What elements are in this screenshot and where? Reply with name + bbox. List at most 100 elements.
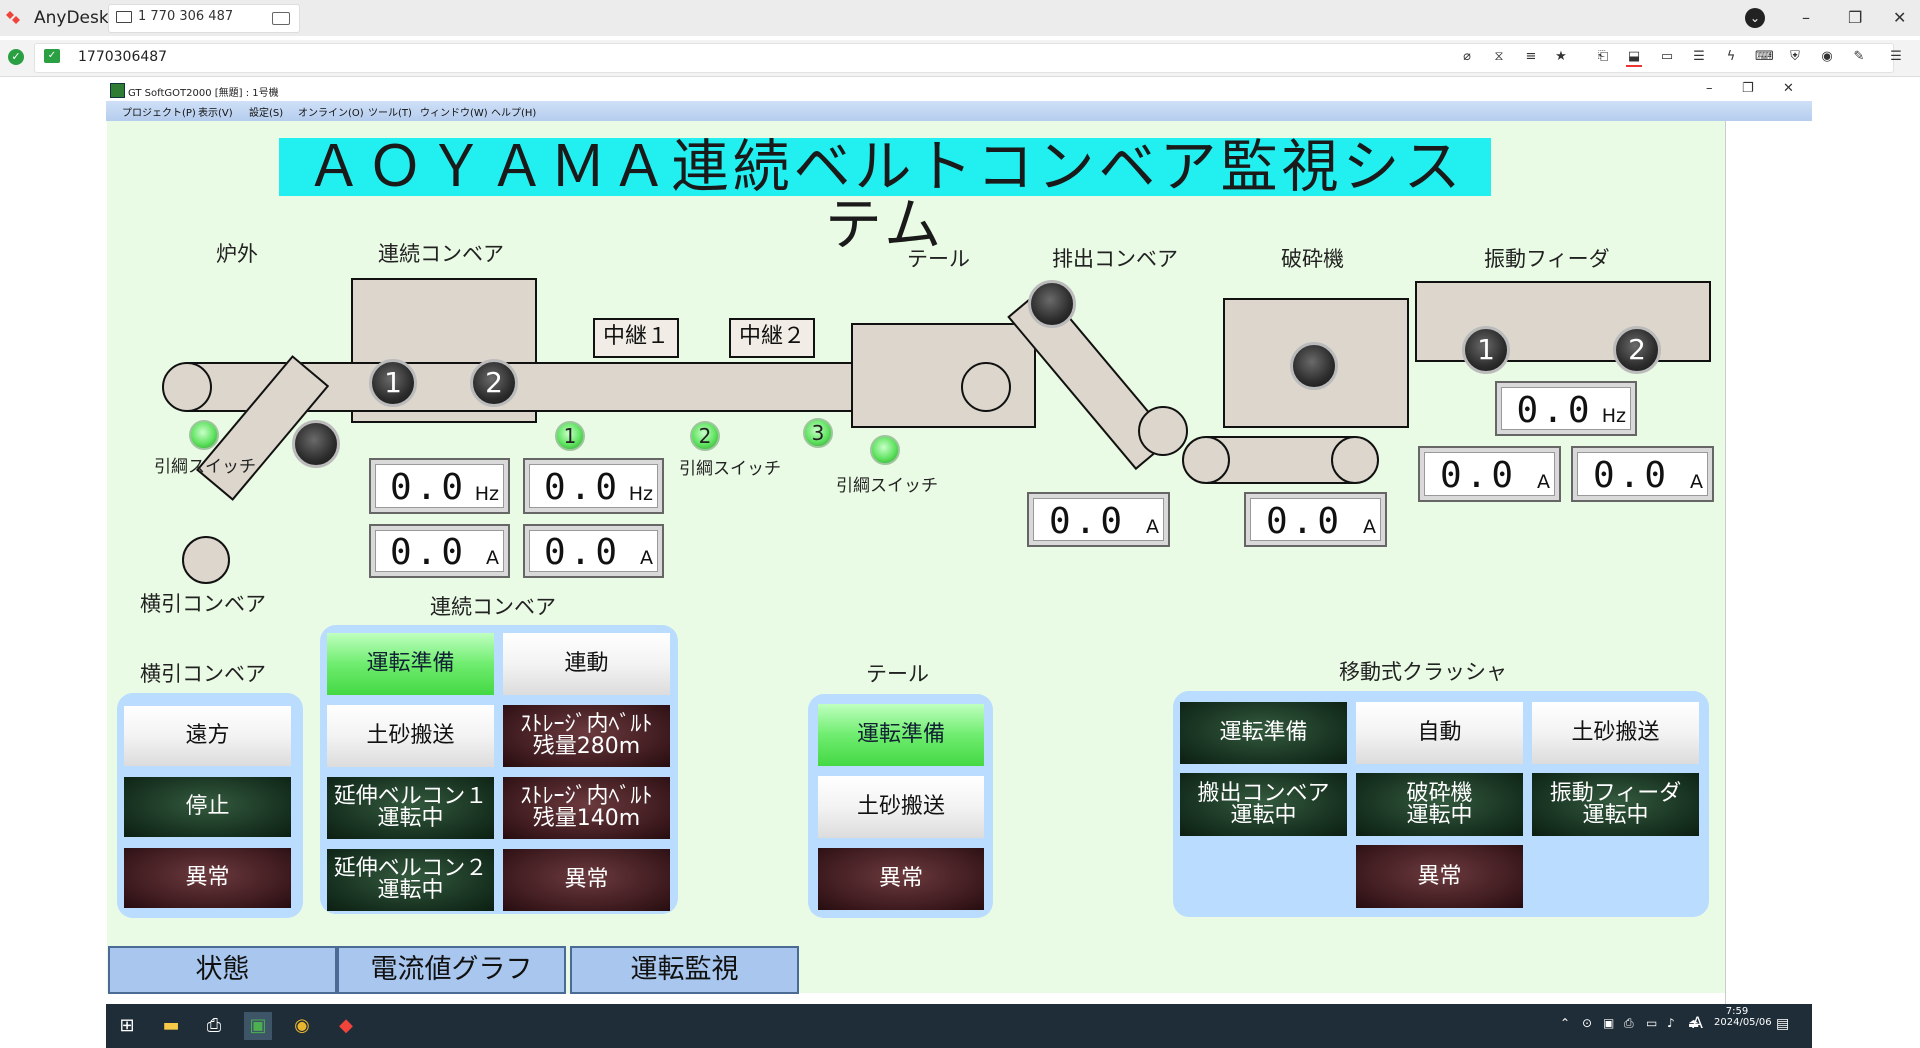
privacy-icon[interactable]: ⌀ — [1463, 49, 1471, 64]
notification-icon[interactable]: ▤ — [1776, 1016, 1790, 1032]
tray-printer-icon[interactable]: ⎙ — [1624, 1016, 1634, 1030]
crusher-auto-button[interactable]: 自動 — [1356, 702, 1523, 764]
menu-window[interactable]: ウィンドウ(W) — [420, 108, 488, 119]
got-app-icon — [110, 83, 125, 98]
menu-view[interactable]: 表示(V) — [198, 108, 233, 119]
crusher-fault-button[interactable]: 異常 — [1356, 845, 1523, 908]
motor-haishutsu-icon — [1028, 280, 1076, 328]
address-input[interactable] — [34, 43, 1894, 73]
chrome-icon[interactable]: ◉ — [294, 1015, 310, 1036]
group-title-renzoku: 連続コンベア — [430, 595, 556, 619]
ime-indicator[interactable]: A — [1692, 1013, 1703, 1032]
anydesk-taskbar-icon[interactable]: ◆ — [339, 1015, 353, 1036]
renzoku-storage-140-button[interactable]: ｽﾄﾚｰｼﾞ内ﾍﾞﾙﾄ 残量140m — [503, 777, 670, 839]
renzoku-interlock-button[interactable]: 連動 — [503, 633, 670, 695]
tail-soil-transport-button[interactable]: 土砂搬送 — [818, 776, 984, 838]
crusher-discharge-conveyor-button[interactable]: 搬出コンベア 運転中 — [1180, 773, 1347, 836]
renzoku-extension-2-button[interactable]: 延伸ベルコン２ 運転中 — [327, 849, 494, 911]
start-icon[interactable]: ⊞ — [119, 1015, 135, 1036]
monitor-select-icon[interactable]: ⬓ — [1626, 49, 1642, 67]
relay-lamp-2: 2 — [690, 421, 720, 451]
database-icon[interactable]: ≡ — [1525, 49, 1537, 64]
menu-help[interactable]: ヘルプ(H) — [491, 108, 537, 119]
tray-screen-icon[interactable]: ▣ — [1603, 1016, 1615, 1030]
motor-feeder-1-icon: 1 — [1462, 326, 1510, 374]
tray-volume-icon[interactable]: ♪ — [1667, 1016, 1675, 1030]
tray-usb-icon[interactable]: ⏏ — [1688, 1016, 1700, 1030]
tail-fault-button[interactable]: 異常 — [818, 848, 984, 910]
star-icon[interactable]: ★ — [1555, 49, 1567, 64]
tray-network-icon[interactable]: ▭ — [1646, 1016, 1658, 1030]
chat-icon[interactable]: ☰ — [1693, 49, 1705, 64]
group-title-yokobiki: 横引コンベア — [140, 662, 266, 686]
printer-icon[interactable]: ⎙ — [206, 1015, 222, 1036]
session-timer-icon[interactable]: ⧖ — [1494, 49, 1504, 64]
display-icon[interactable]: ▭ — [1660, 49, 1674, 64]
tray-app-icon[interactable]: ⊙ — [1582, 1016, 1593, 1030]
got-close-button[interactable]: ✕ — [1783, 81, 1794, 96]
renzoku-storage-280-button[interactable]: ｽﾄﾚｰｼﾞ内ﾍﾞﾙﾄ 残量280m — [503, 705, 670, 767]
menu-online[interactable]: オンライン(O) — [298, 108, 364, 119]
yokobiki-roller — [182, 536, 230, 584]
meter-value: 0.0 — [1265, 501, 1344, 542]
monitor-icon — [116, 11, 132, 23]
menu-icon[interactable]: ☰ — [1890, 49, 1902, 64]
session-tab-label: 1 770 306 487 — [138, 9, 234, 24]
crusher-ready-button[interactable]: 運転準備 — [1180, 702, 1347, 764]
renzoku-ready-button[interactable]: 運転準備 — [327, 633, 494, 695]
tab-status[interactable]: 状態 — [108, 946, 337, 994]
permissions-icon[interactable]: ⛨ — [1790, 49, 1800, 64]
motor-feeder-2-icon: 2 — [1613, 326, 1661, 374]
tab-operation-monitor[interactable]: 運転監視 — [570, 946, 799, 994]
renzoku-extension-1-button[interactable]: 延伸ベルコン１ 運転中 — [327, 777, 494, 839]
anydesk-app-name: AnyDesk — [34, 8, 109, 28]
crusher-soil-transport-button[interactable]: 土砂搬送 — [1532, 702, 1699, 764]
crusher-running-button[interactable]: 破砕機 運転中 — [1356, 773, 1523, 836]
gt-softgot-icon[interactable]: ▣ — [244, 1012, 272, 1040]
meter-unit: A — [1146, 516, 1159, 538]
keyboard-icon[interactable]: ⌨ — [1755, 49, 1774, 64]
menu-project[interactable]: プロジェクト(P) — [122, 108, 196, 119]
got-maximize-button[interactable]: ❐ — [1742, 81, 1754, 96]
file-transfer-icon[interactable]: ⎗ — [1597, 49, 1609, 64]
maximize-button[interactable]: ❐ — [1848, 8, 1863, 27]
roller-left — [162, 362, 212, 412]
tab-current-graph[interactable]: 電流値グラフ — [337, 946, 566, 994]
whiteboard-icon[interactable]: ✎ — [1853, 49, 1865, 64]
menu-tools[interactable]: ツール(T) — [368, 108, 412, 119]
tail-ready-button[interactable]: 運転準備 — [818, 704, 984, 766]
renzoku-fault-button[interactable]: 異常 — [503, 849, 670, 911]
got-minimize-button[interactable]: – — [1706, 81, 1713, 96]
got-menubar — [106, 101, 1812, 121]
crusher-roller-left — [1182, 436, 1230, 484]
motor-renzoku-2-icon: 2 — [470, 359, 518, 407]
motor-yokobiki-icon — [292, 420, 340, 468]
menu-settings[interactable]: 設定(S) — [249, 108, 284, 119]
new-session-icon[interactable] — [272, 12, 290, 25]
file-explorer-icon[interactable]: ▬ — [162, 1015, 180, 1036]
yokobiki-fault-button[interactable]: 異常 — [124, 848, 291, 908]
crusher-feeder-running-button[interactable]: 振動フィーダ 運転中 — [1532, 773, 1699, 836]
download-icon[interactable]: ⌄ — [1745, 8, 1765, 28]
actions-icon[interactable]: ϟ — [1726, 49, 1736, 64]
taskbar — [106, 1004, 1812, 1048]
close-button[interactable]: ✕ — [1893, 8, 1907, 27]
yokobiki-stop-button[interactable]: 停止 — [124, 777, 291, 837]
record-icon[interactable]: ◉ — [1821, 49, 1833, 64]
yokobiki-remote-button[interactable]: 遠方 — [124, 706, 291, 766]
tray-chevron-icon[interactable]: ⌃ — [1560, 1016, 1571, 1030]
motor-renzoku-1-icon: 1 — [369, 359, 417, 407]
renzoku-soil-transport-button[interactable]: 土砂搬送 — [327, 705, 494, 767]
session-tab[interactable] — [108, 4, 300, 33]
meter-unit: Hz — [1601, 405, 1626, 427]
minimize-button[interactable]: – — [1802, 8, 1810, 27]
anydesk-logo-icon — [6, 11, 20, 24]
